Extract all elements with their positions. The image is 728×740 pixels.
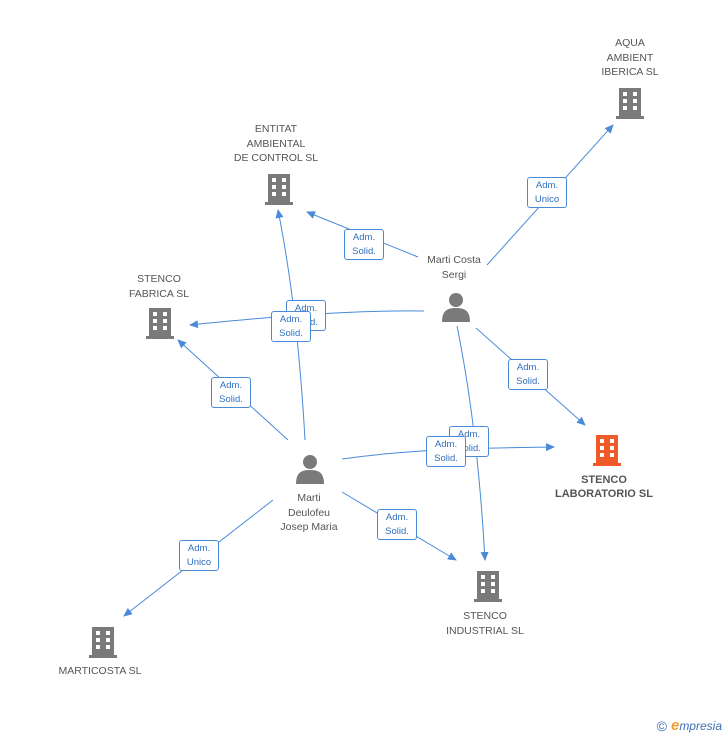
node-label-aqua-ambient[interactable]: AQUA AMBIENT IBERICA SL: [601, 37, 659, 78]
building-icon: [616, 88, 644, 119]
building-icon: [474, 571, 502, 602]
node-label-marti-costa-sergi[interactable]: Marti Costa Sergi: [427, 254, 481, 281]
edge-label: Adm. Unico: [179, 540, 219, 571]
node-label-entitat-ambiental[interactable]: ENTITAT AMBIENTAL DE CONTROL SL: [233, 123, 319, 164]
node-label-stenco-fabrica[interactable]: STENCO FABRICA SL: [128, 273, 190, 300]
edge-label: Adm. Solid.: [508, 359, 548, 390]
edge-label: Adm. Solid.: [344, 229, 384, 260]
person-icon: [296, 455, 324, 484]
focus-building-icon: [593, 435, 621, 466]
footer-brand: © empresia: [657, 717, 722, 734]
copyright-icon: ©: [656, 717, 667, 734]
edge-label: Adm. Solid.: [211, 377, 251, 408]
edge-label: Adm. Solid.: [426, 436, 466, 467]
building-icon: [89, 627, 117, 658]
node-label-stenco-laboratorio[interactable]: STENCO LABORATORIO SL: [555, 474, 653, 500]
edge-label: Adm. Solid.: [377, 509, 417, 540]
node-label-marticosta[interactable]: MARTICOSTA SL: [58, 665, 142, 677]
node-label-stenco-industrial[interactable]: STENCO INDUSTRIAL SL: [446, 610, 524, 637]
edge-label: Adm. Solid.: [271, 311, 311, 342]
brand-logo[interactable]: empresia: [670, 717, 722, 734]
building-icon: [265, 174, 293, 205]
building-icon: [146, 308, 174, 339]
edge-label: Adm. Unico: [527, 177, 567, 208]
node-label-marti-deulofeu[interactable]: Marti Deulofeu Josep Maria: [280, 492, 338, 533]
person-icon: [442, 293, 470, 322]
